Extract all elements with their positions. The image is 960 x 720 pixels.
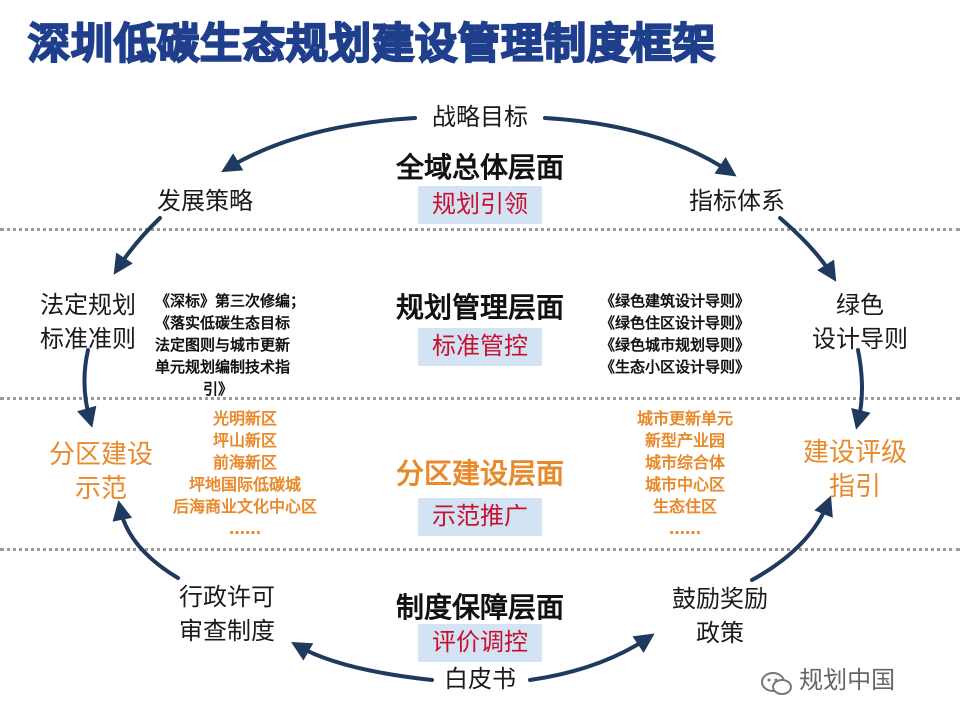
- node-statutory-plan-line1: 法定规划: [40, 291, 136, 319]
- node-development-strategy: 发展策略: [157, 187, 253, 215]
- district-item: 新型产业园: [644, 431, 725, 450]
- node-strategic-goals: 战略目标: [432, 103, 528, 131]
- layer-name-2: 规划管理层面: [395, 291, 564, 324]
- layer-name-3: 分区建设层面: [395, 457, 564, 490]
- node-district-demo-line2: 示范: [74, 474, 127, 504]
- arrow-indicator-to-green: [778, 216, 837, 282]
- node-green-guide: 绿色 设计导则: [795, 288, 925, 356]
- right-note-line: 《绿色住区设计导则》: [600, 314, 751, 332]
- divider-1: [0, 228, 960, 231]
- arrow-whitepaper-to-admin: [291, 642, 434, 682]
- right-notes: 《绿色建筑设计导则》 《绿色住区设计导则》 《绿色城市规划导则》 《生态小区设计…: [600, 290, 750, 378]
- node-incentive-line1: 鼓励奖励: [672, 585, 768, 613]
- district-item: ……: [669, 519, 701, 538]
- layer-name-4: 制度保障层面: [395, 591, 564, 624]
- district-item: 坪地国际低碳城: [188, 475, 301, 494]
- layer-box-3: 示范推广: [418, 498, 542, 536]
- watermark: 规划中国: [760, 660, 895, 698]
- left-note-line: 法定图则与城市更新: [155, 336, 291, 354]
- node-district-demo: 分区建设 示范: [36, 438, 166, 506]
- district-item: 城市中心区: [644, 475, 725, 494]
- arrow-strategy-to-statutory: [113, 216, 162, 275]
- node-rating-guide: 建设评级 指引: [790, 436, 920, 504]
- arrow-goal-to-strategy: [221, 116, 417, 173]
- left-note-line: 《深标》第三次修编；: [155, 292, 306, 310]
- arrow-green-to-rating: [851, 348, 871, 430]
- layer-box-4: 评价调控: [418, 624, 542, 662]
- arrow-statutory-to-district: [77, 348, 97, 428]
- node-incentive-policy: 鼓励奖励 政策: [655, 582, 785, 650]
- node-rating-guide-line2: 指引: [828, 472, 881, 502]
- right-note-line: 《绿色城市规划导则》: [600, 336, 751, 354]
- arrow-whitepaper-to-incentive: [528, 633, 655, 682]
- node-rating-guide-line1: 建设评级: [802, 438, 907, 468]
- right-districts: 城市更新单元 新型产业园 城市综合体 城市中心区 生态住区 ……: [610, 408, 760, 540]
- node-white-paper: 白皮书: [444, 665, 516, 693]
- arrow-goal-to-indicator: [543, 116, 737, 177]
- node-statutory-plan: 法定规划 标准准则: [28, 288, 148, 356]
- district-item: 生态住区: [652, 497, 717, 516]
- node-green-guide-line1: 绿色: [836, 291, 884, 319]
- node-admin-permit: 行政许可 审查制度: [162, 580, 292, 648]
- node-admin-permit-line1: 行政许可: [179, 583, 275, 611]
- district-item: 坪山新区: [212, 431, 277, 450]
- watermark-text: 规划中国: [799, 666, 896, 694]
- right-note-line: 《生态小区设计导则》: [600, 358, 751, 376]
- layer-box-1: 规划引领: [418, 186, 542, 224]
- district-item: ……: [229, 519, 261, 538]
- node-admin-permit-line2: 审查制度: [179, 617, 275, 645]
- node-statutory-plan-line2: 标准准则: [40, 325, 136, 353]
- left-note-line: 单元规划编制技术指: [155, 358, 291, 376]
- right-note-line: 《绿色建筑设计导则》: [600, 292, 751, 310]
- divider-2: [0, 397, 960, 400]
- arrow-admin-to-district: [112, 500, 180, 580]
- left-notes: 《深标》第三次修编； 《落实低碳生态目标 法定图则与城市更新 单元规划编制技术指…: [155, 290, 305, 400]
- wechat-icon: [761, 671, 792, 695]
- divider-3: [0, 548, 960, 551]
- node-incentive-line2: 政策: [696, 619, 744, 647]
- district-item: 后海商业文化中心区: [172, 497, 317, 516]
- left-districts: 光明新区 坪山新区 前海新区 坪地国际低碳城 后海商业文化中心区 ……: [160, 408, 330, 540]
- district-item: 光明新区: [212, 409, 277, 428]
- left-note-line: 引》: [203, 380, 234, 398]
- district-item: 前海新区: [212, 453, 277, 472]
- district-item: 城市综合体: [644, 453, 725, 472]
- left-note-line: 《落实低碳生态目标: [155, 314, 291, 332]
- district-item: 城市更新单元: [636, 409, 733, 428]
- node-green-guide-line2: 设计导则: [812, 325, 908, 353]
- arrow-incentive-to-rating: [750, 495, 833, 582]
- layer-name-1: 全域总体层面: [395, 151, 564, 184]
- page-title: 深圳低碳生态规划建设管理制度框架: [27, 18, 717, 69]
- node-indicator-system: 指标体系: [689, 187, 785, 215]
- layer-box-2: 标准管控: [418, 328, 542, 366]
- node-district-demo-line1: 分区建设: [48, 440, 153, 470]
